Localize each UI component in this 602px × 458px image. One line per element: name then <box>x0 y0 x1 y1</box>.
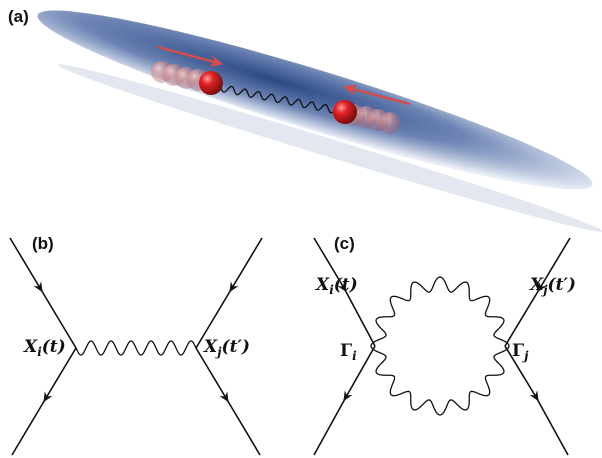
fermion-line <box>313 396 347 456</box>
right-input-label: Xj(t′) <box>529 275 576 297</box>
left-vertex-gamma: Γi <box>340 341 357 363</box>
interaction-wave <box>220 85 336 114</box>
fermion-line <box>225 397 261 456</box>
fermion-line <box>343 287 376 347</box>
red-sphere-icon <box>199 71 223 95</box>
wavy-loop <box>370 276 510 416</box>
fermion-line <box>195 287 233 349</box>
panel-a-label: (a) <box>8 7 29 26</box>
fermion-line <box>539 237 571 289</box>
fermion-line <box>195 347 227 399</box>
right-vertex-gamma: Γj <box>512 341 529 363</box>
red-sphere-icon <box>333 100 357 124</box>
right-vertex-label: Xj(t′) <box>203 337 250 359</box>
fermion-line <box>39 287 77 349</box>
fermion-line <box>504 345 537 398</box>
panel-c: (c) Xi(t) Xj(t′) Γi Γj <box>313 234 576 456</box>
fermion-line <box>45 347 77 399</box>
fermion-line <box>345 345 376 398</box>
fermion-line <box>9 237 41 289</box>
ellipse-shadow <box>57 64 602 232</box>
fermion-line <box>231 237 263 289</box>
left-input-label: Xi(t) <box>315 275 358 297</box>
panel-b: (b) Xi(t) Xj(t′) <box>9 234 263 456</box>
fermion-line <box>535 396 569 456</box>
fermion-line <box>504 287 541 347</box>
arrow-icon <box>157 45 224 67</box>
arrow-icon <box>343 84 411 106</box>
panel-a: (a) <box>8 7 602 232</box>
wavy-propagator <box>75 340 197 356</box>
elongated-ellipse <box>37 10 593 190</box>
panel-b-label: (b) <box>32 234 54 253</box>
fermion-line <box>313 237 345 289</box>
panel-c-label: (c) <box>334 234 355 253</box>
left-vertex-label: Xi(t) <box>23 337 66 359</box>
fermion-line <box>11 397 47 456</box>
